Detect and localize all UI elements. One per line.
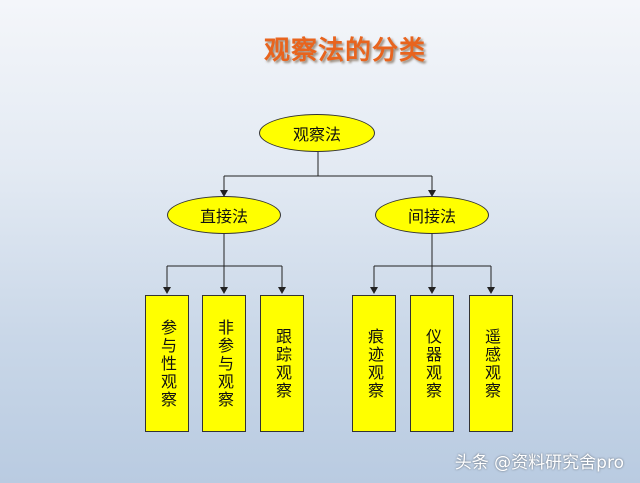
leaf-node-label: 痕迹观察	[365, 327, 384, 400]
diagram-title: 观察法的分类	[263, 36, 426, 66]
branch-node-indirect-label: 间接法	[407, 207, 456, 226]
leaf-node-instrument: 仪器观察	[410, 295, 454, 432]
leaf-node-trace: 痕迹观察	[352, 295, 396, 432]
branch-node-direct-label: 直接法	[199, 207, 248, 226]
leaf-node-label: 遥感观察	[482, 327, 501, 400]
root-node: 观察法	[259, 114, 375, 152]
leaf-node-label: 参与性观察	[158, 318, 177, 409]
branch-node-indirect: 间接法	[375, 196, 489, 234]
leaf-node-non-participant: 非参与观察	[202, 295, 246, 432]
leaf-node-label: 非参与观察	[215, 318, 234, 409]
leaf-node-label: 跟踪观察	[273, 327, 292, 400]
leaf-node-tracking: 跟踪观察	[260, 295, 304, 432]
leaf-node-remote-sensing: 遥感观察	[469, 295, 513, 432]
branch-node-direct: 直接法	[167, 196, 281, 234]
leaf-node-label: 仪器观察	[423, 327, 442, 400]
root-node-label: 观察法	[292, 125, 341, 144]
leaf-node-participant: 参与性观察	[145, 295, 189, 432]
watermark: 头条 @资料研究舍pro	[454, 453, 624, 473]
